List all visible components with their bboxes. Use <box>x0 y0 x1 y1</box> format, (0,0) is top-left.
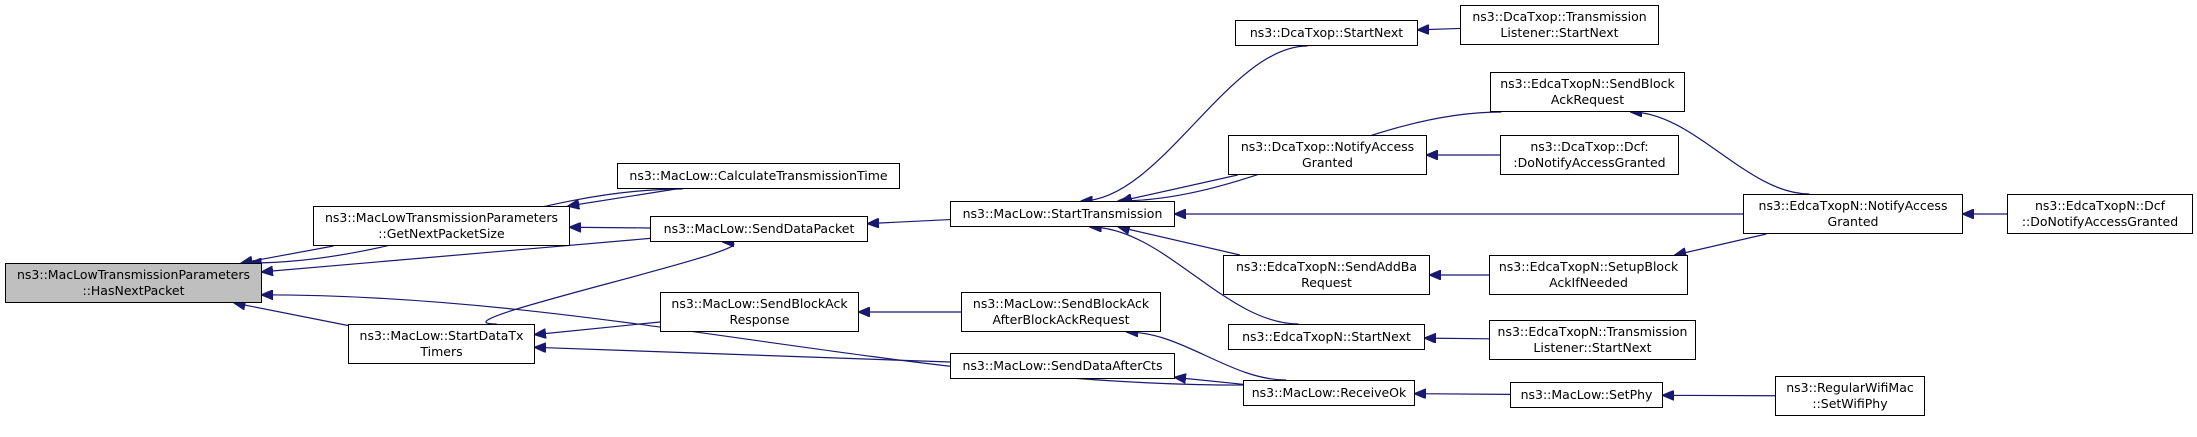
call-edge <box>485 242 735 325</box>
call-edge <box>570 227 651 228</box>
node-regular-wifi-mac-set-wifi-phy[interactable]: ns3::RegularWifiMac ::SetWifiPhy <box>1775 376 1925 416</box>
node-send-data-packet[interactable]: ns3::MacLow::SendDataPacket <box>650 216 868 242</box>
node-calculate-transmission-time[interactable]: ns3::MacLow::CalculateTransmissionTime <box>617 163 900 189</box>
call-edge <box>1081 45 1308 201</box>
call-edge <box>234 303 349 327</box>
node-edcatxopn-send-add-ba-request[interactable]: ns3::EdcaTxopN::SendAddBa Request <box>1223 255 1430 295</box>
call-edge <box>1119 227 1241 256</box>
node-edcatxopn-start-next[interactable]: ns3::EdcaTxopN::StartNext <box>1228 324 1425 350</box>
call-edge <box>1418 28 1461 29</box>
call-edge <box>535 321 661 335</box>
node-dcatxop-dcf-do-notify-access-granted[interactable]: ns3::DcaTxop::Dcf: :DoNotifyAccessGrante… <box>1500 135 1679 175</box>
node-start-data-tx-timers[interactable]: ns3::MacLow::StartDataTx Timers <box>348 324 535 364</box>
edge-layer <box>234 28 2007 395</box>
node-send-block-ack-after-block-ack-request[interactable]: ns3::MacLow::SendBlockAck AfterBlockAckR… <box>961 292 1161 332</box>
node-receive-ok[interactable]: ns3::MacLow::ReceiveOk <box>1243 380 1415 406</box>
node-dcatxop-start-next[interactable]: ns3::DcaTxop::StartNext <box>1235 20 1418 46</box>
call-edge <box>1121 174 1238 201</box>
node-edcatxopn-setup-block-ack-if-needed[interactable]: ns3::EdcaTxopN::SetupBlock AckIfNeeded <box>1489 255 1688 295</box>
call-edge <box>1090 227 1299 325</box>
call-edge <box>262 237 651 271</box>
node-has-next-packet: ns3::MacLowTransmissionParameters ::HasN… <box>5 263 262 303</box>
node-get-next-packet-size[interactable]: ns3::MacLowTransmissionParameters ::GetN… <box>313 206 570 246</box>
node-send-data-after-cts[interactable]: ns3::MacLow::SendDataAfterCts <box>950 353 1175 379</box>
node-edcatxopn-dcf-do-notify-access-granted[interactable]: ns3::EdcaTxopN::Dcf ::DoNotifyAccessGran… <box>2007 194 2193 234</box>
call-edge <box>1631 112 1810 195</box>
call-edge <box>1425 338 1490 339</box>
call-edge <box>1675 233 1767 255</box>
call-edge <box>868 220 951 224</box>
call-edge <box>568 188 677 206</box>
node-start-transmission[interactable]: ns3::MacLow::StartTransmission <box>950 201 1175 227</box>
call-edge <box>1415 394 1511 395</box>
node-edcatxopn-transmission-listener-start-next[interactable]: ns3::EdcaTxopN::Transmission Listener::S… <box>1489 320 1696 360</box>
node-edcatxopn-notify-access-granted[interactable]: ns3::EdcaTxopN::NotifyAccess Granted <box>1743 194 1963 234</box>
call-edge <box>1127 332 1286 381</box>
call-edge <box>1175 377 1244 385</box>
node-send-block-ack-response[interactable]: ns3::MacLow::SendBlockAck Response <box>660 292 859 332</box>
node-dcatxop-transmission-listener-start-next[interactable]: ns3::DcaTxop::Transmission Listener::Sta… <box>1460 5 1659 45</box>
node-set-phy[interactable]: ns3::MacLow::SetPhy <box>1510 382 1663 408</box>
call-edge <box>242 245 334 263</box>
call-edge <box>262 295 1244 386</box>
call-edge <box>535 347 951 363</box>
node-edcatxopn-send-block-ack-request[interactable]: ns3::EdcaTxopN::SendBlock AckRequest <box>1490 72 1685 112</box>
node-dcatxop-notify-access-granted[interactable]: ns3::DcaTxop::NotifyAccess Granted <box>1228 135 1427 175</box>
